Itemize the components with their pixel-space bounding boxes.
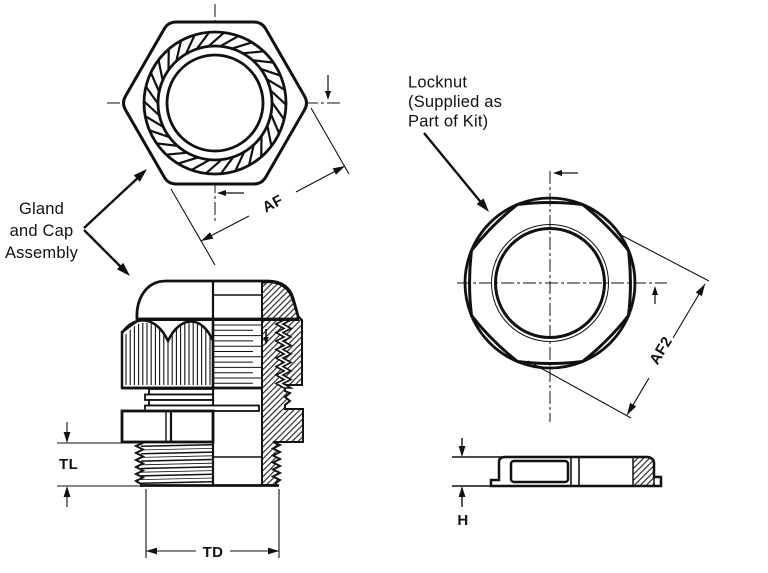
tl-dimension: TL — [57, 422, 141, 507]
locknut-outer-circle — [463, 196, 637, 370]
thread-crest-left — [133, 442, 146, 485]
gland-section-view — [120, 279, 304, 487]
knurl-inner-circle — [156, 44, 274, 162]
locknut-side-outline — [489, 455, 663, 488]
gland-label-line2: and Cap — [10, 222, 74, 240]
gland-label-line3: Assembly — [5, 244, 79, 262]
af-label: AF — [260, 192, 286, 217]
leader-arrow-lower — [83, 229, 126, 272]
flute-lines — [125, 323, 211, 385]
locknut-label-line3: Part of Kit) — [408, 113, 488, 131]
knurl-marks — [143, 32, 287, 174]
leader-arrow-upper — [83, 173, 143, 229]
internal-thread-lines — [214, 324, 261, 384]
gland-label-line1: Gland — [19, 200, 64, 218]
af-extension-line-upper — [310, 107, 350, 175]
locknut-scallop-flats — [468, 201, 632, 365]
af-extension-line-lower — [170, 188, 216, 266]
stem-thread-lines — [140, 443, 213, 485]
arrowheads — [63, 91, 705, 555]
locknut-label: Locknut (Supplied as Part of Kit) — [408, 74, 502, 207]
internal-thread-profile — [274, 319, 295, 389]
af2-extension-upper — [616, 232, 710, 282]
locknut-side-hatch — [632, 456, 655, 487]
af2-extension-lower — [527, 360, 632, 419]
td-dimension: TD — [145, 489, 280, 561]
bore-circle — [165, 53, 265, 153]
td-label: TD — [203, 544, 224, 561]
locknut-bore-inner — [494, 227, 606, 339]
gland-cap-assembly-label: Gland and Cap Assembly — [5, 173, 143, 272]
locknut-bore-outer — [491, 224, 609, 342]
tl-label: TL — [59, 456, 78, 473]
locknut-leader-arrow — [423, 132, 485, 207]
locknut-side-view — [489, 455, 663, 488]
hex-flange — [120, 409, 215, 444]
locknut-label-line2: (Supplied as — [408, 93, 502, 111]
af2-label: AF2 — [646, 334, 676, 368]
locknut-label-line1: Locknut — [408, 74, 467, 92]
h-label: H — [457, 512, 468, 529]
locknut-top-view — [457, 171, 667, 422]
knurl-outer-circle — [142, 30, 288, 176]
locknut-recess — [509, 459, 570, 484]
grip-lobe-curves — [120, 319, 215, 344]
gland-cap-top-view — [107, 4, 342, 223]
